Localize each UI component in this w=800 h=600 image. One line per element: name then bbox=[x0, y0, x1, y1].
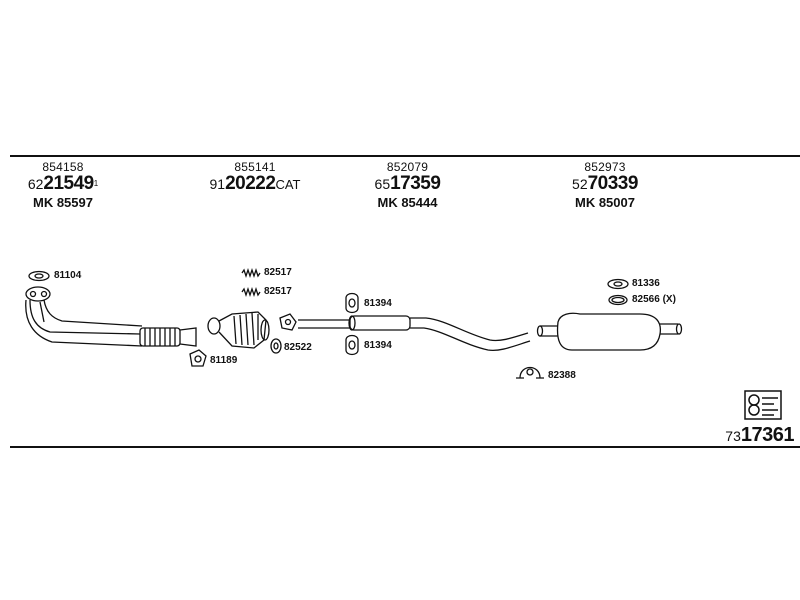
gasket-ring-icon bbox=[270, 338, 282, 354]
group-ref: 852079 bbox=[386, 160, 429, 174]
rubber-mount-icon bbox=[607, 278, 629, 290]
group-front-pipe: 854158 62215491 MK 85597 bbox=[18, 160, 108, 210]
gasket-ring-icon bbox=[189, 349, 207, 367]
part-label-82566: 82566 (X) bbox=[632, 294, 676, 305]
group-number: 9120222CAT bbox=[209, 173, 301, 194]
rubber-mount-icon bbox=[345, 292, 359, 314]
part-label-82517-b: 82517 bbox=[264, 286, 292, 297]
rubber-mount-icon bbox=[345, 334, 359, 356]
flex-section-icon bbox=[139, 327, 181, 347]
front-pipe-icon bbox=[25, 286, 197, 347]
clamp-icon bbox=[516, 366, 544, 379]
group-mk: MK 85597 bbox=[33, 195, 93, 210]
exhaust-logo-icon bbox=[744, 390, 782, 420]
spring-bolt-icon bbox=[241, 267, 261, 298]
middle-silencer-icon bbox=[298, 315, 531, 352]
group-catalyst: 855141 9120222CAT bbox=[200, 160, 310, 195]
bottom-rule bbox=[10, 446, 800, 448]
part-label-82388: 82388 bbox=[548, 370, 576, 381]
group-ref: 852973 bbox=[584, 160, 626, 174]
group-number: 62215491 bbox=[27, 173, 99, 194]
rear-silencer-icon bbox=[536, 312, 683, 351]
figure-number: 7317361 bbox=[725, 424, 794, 446]
group-ref: 855141 bbox=[234, 160, 276, 174]
group-mk: MK 85007 bbox=[575, 195, 635, 210]
part-label-81336: 81336 bbox=[632, 278, 660, 289]
group-mk: MK 85444 bbox=[377, 195, 438, 210]
part-label-82522: 82522 bbox=[284, 342, 312, 353]
part-label-81104: 81104 bbox=[54, 270, 82, 281]
clamp-icon bbox=[279, 313, 297, 331]
group-ref: 854158 bbox=[42, 160, 84, 174]
part-label-81394-a: 81394 bbox=[364, 298, 392, 309]
group-number: 5270339 bbox=[572, 173, 638, 194]
gasket-ring-icon bbox=[608, 294, 628, 306]
gasket-ring-icon bbox=[28, 270, 50, 282]
part-label-82517-a: 82517 bbox=[264, 267, 292, 278]
catalytic-converter-icon bbox=[207, 311, 270, 349]
top-rule bbox=[10, 155, 800, 157]
part-label-81394-b: 81394 bbox=[364, 340, 392, 351]
group-rear-silencer: 852973 5270339 MK 85007 bbox=[560, 160, 650, 210]
group-middle-silencer: 852079 6517359 MK 85444 bbox=[360, 160, 455, 210]
part-label-81189: 81189 bbox=[210, 355, 238, 366]
group-number: 6517359 bbox=[374, 173, 441, 194]
